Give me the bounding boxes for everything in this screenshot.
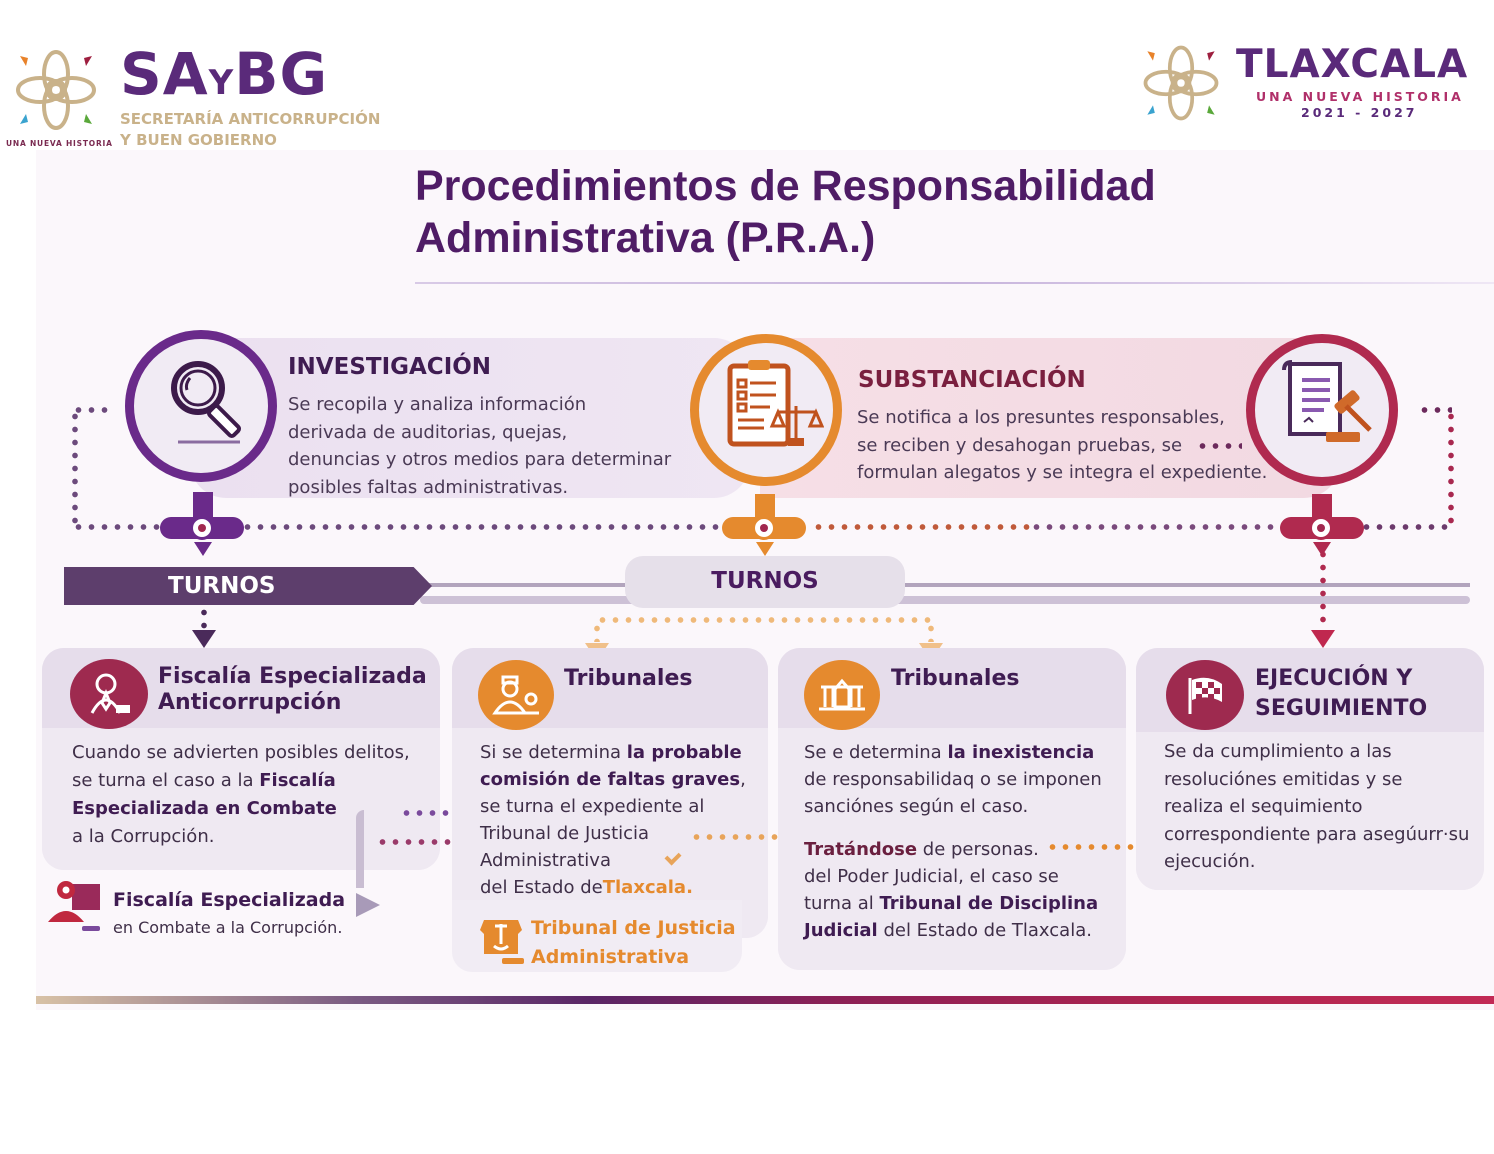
connector-dotted-line	[928, 622, 934, 642]
tlaxcala-years: 2021 - 2027	[1301, 105, 1418, 120]
timeline-dotted-line	[72, 524, 762, 530]
card-ejecucion-description: Se da cumplimiento a las resoluciónes em…	[1164, 741, 1470, 872]
tribunal-footer-title: Tribunal de Justicia Administrativa	[531, 917, 736, 968]
investigacion-title: INVESTIGACIÓN	[288, 354, 492, 380]
tlaxcala-logo: TLAXCALA UNA NUEVA HISTORIA 2021 - 2027	[1136, 40, 1486, 130]
investigacion-band	[190, 338, 750, 498]
substanciacion-description: Se notifica a los presuntes responsables…	[857, 407, 1268, 483]
prosecutor-icon	[70, 659, 148, 729]
connector-dotted-line	[594, 622, 600, 642]
card-tribunales-inexistencia-description: Se e determina la inexistencia de respon…	[804, 742, 1102, 817]
saybg-tagline: UNA NUEVA HISTORIA	[6, 139, 113, 148]
card-tribunales-graves-description: Si se determina la probable comisión de …	[480, 742, 746, 898]
tlaxcala-tagline: UNA NUEVA HISTORIA	[1256, 89, 1464, 104]
card-tribunales-graves-title: Tribunales	[564, 666, 693, 691]
connector-dotted-line	[400, 810, 462, 816]
timeline-dotted-line	[812, 524, 1032, 530]
flower-emblem-icon	[16, 50, 96, 130]
connector-dotted-line	[1046, 844, 1140, 850]
turnos-rail	[420, 580, 1494, 606]
timeline-dotted-line	[72, 410, 78, 528]
judge-bust-icon	[480, 920, 524, 964]
connector-line	[356, 810, 364, 888]
investigacion-description: Se recopila y analiza información deriva…	[288, 394, 672, 498]
courthouse-icon	[804, 660, 880, 730]
fiscalia-footer-subtitle: en Combate a la Corrupción.	[113, 918, 343, 937]
pin-node	[752, 516, 776, 540]
prosecutor-person-icon	[48, 881, 100, 931]
title-divider	[415, 282, 1494, 284]
clipboard-scales-icon	[727, 360, 824, 447]
scroll-gavel-icon	[1282, 360, 1372, 442]
connector-dotted-line	[690, 834, 780, 840]
pin-node	[190, 516, 214, 540]
pin-pointer	[194, 542, 212, 556]
card-fiscalia-title: Fiscalía Especializada Anticorrupción	[158, 664, 427, 715]
card-fiscalia-description: Cuando se advierten posibles delitos, se…	[72, 742, 410, 847]
pin-stem	[193, 492, 213, 522]
connector-dotted-line	[1320, 548, 1326, 628]
timeline-dotted-line	[1030, 524, 1280, 530]
pin-pointer	[756, 542, 774, 556]
connector-dotted-line	[201, 606, 207, 630]
footer-gradient-bar	[36, 996, 1494, 1004]
judge-icon	[478, 660, 554, 730]
arrow-down-icon	[1311, 630, 1335, 648]
magnifier-icon	[171, 361, 242, 444]
card-tribunales-judicial-note: Tratándose de personas. del Poder Judici…	[804, 839, 1099, 941]
turnos-label-left: TURNOS	[64, 567, 432, 605]
arrow-down-icon	[192, 630, 216, 648]
card-tribunales-inexistencia-title: Tribunales	[891, 666, 1020, 691]
fiscalia-footer-title: Fiscalía Especializada	[113, 889, 346, 911]
connector-dotted-line	[1196, 443, 1242, 449]
saybg-subtitle: SECRETARÍA ANTICORRUPCIÓN Y BUEN GOBIERN…	[120, 110, 381, 149]
flower-emblem-icon	[1143, 45, 1219, 121]
page-title: Procedimientos de Responsabilidad Admini…	[415, 162, 1156, 262]
pin-node	[1309, 516, 1333, 540]
timeline-dotted-line	[1448, 410, 1454, 528]
substanciacion-band	[760, 338, 1340, 498]
card-ejecucion-title: EJECUCIÓN Y SEGUIMIENTO	[1255, 666, 1428, 721]
checkered-flag-icon	[1166, 660, 1244, 730]
substanciacion-title: SUBSTANCIACIÓN	[858, 367, 1086, 393]
timeline-dotted-line	[1360, 524, 1450, 530]
tlaxcala-wordmark: TLAXCALA	[1236, 42, 1469, 87]
play-arrow-icon	[356, 893, 380, 917]
connector-dotted-line	[596, 617, 934, 623]
timeline-dotted-line	[72, 407, 112, 413]
connector-dotted-line	[376, 839, 466, 845]
timeline-dotted-line	[1418, 407, 1452, 413]
turnos-label-center: TURNOS	[625, 556, 905, 608]
saybg-logo: SAYBG SECRETARÍA ANTICORRUPCIÓN Y BUEN G…	[6, 40, 396, 155]
saybg-wordmark: SAYBG	[120, 40, 329, 108]
